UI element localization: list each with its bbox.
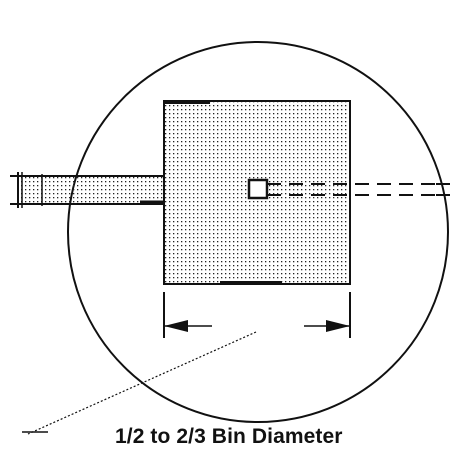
leader-line (22, 331, 257, 435)
dimension-marker (163, 292, 351, 338)
outlet-dashed-duct-outside (436, 183, 456, 196)
inlet-duct (10, 172, 164, 208)
dimension-caption: 1/2 to 2/3 Bin Diameter (115, 425, 343, 448)
center-opening-square (247, 178, 269, 200)
bin-outline-circle (67, 41, 449, 423)
outlet-dashed-duct (267, 183, 448, 196)
